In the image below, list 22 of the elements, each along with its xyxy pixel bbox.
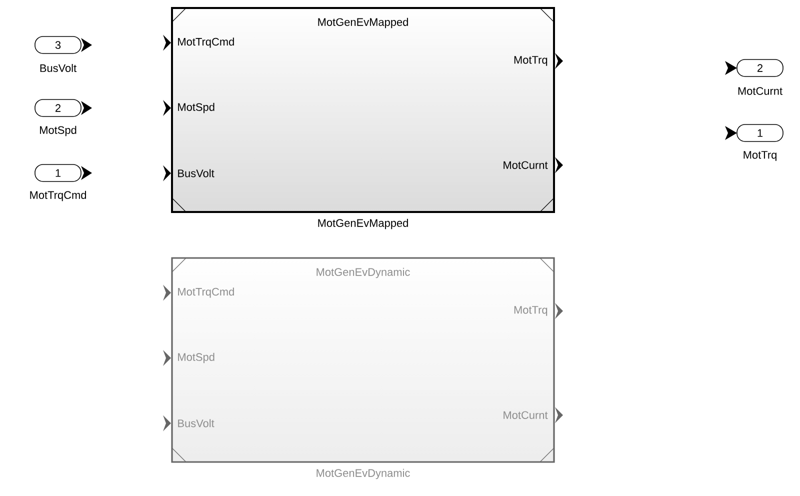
outport-block: 2 xyxy=(725,59,784,77)
port-name: MotSpd xyxy=(40,126,76,136)
port-name: MotCurnt xyxy=(738,87,782,95)
inport-block: 3 xyxy=(34,36,92,54)
block-name: MotGenEvMapped xyxy=(318,218,408,230)
port-name: MotTrq xyxy=(744,151,776,161)
port-name: MotTrqCmd xyxy=(30,190,86,202)
port-label: MotCurnt xyxy=(504,411,548,419)
block-name: MotGenEvDynamic xyxy=(316,468,410,480)
port-label: MotCurnt xyxy=(504,161,548,169)
port-label: MotTrq xyxy=(514,306,548,316)
outport-block: 1 xyxy=(725,124,784,142)
port-label: MotTrqCmd xyxy=(178,288,234,298)
port-label: BusVolt xyxy=(178,169,214,178)
port-label: MotSpd xyxy=(178,352,214,364)
port-label: BusVolt xyxy=(178,419,214,428)
inport-block: 2 xyxy=(34,99,92,117)
port-label: MotTrq xyxy=(514,56,548,66)
port-name: BusVolt xyxy=(40,64,76,72)
inport-block: 1 xyxy=(34,164,92,182)
port-label: MotTrqCmd xyxy=(178,38,234,48)
port-label: MotSpd xyxy=(178,102,214,114)
